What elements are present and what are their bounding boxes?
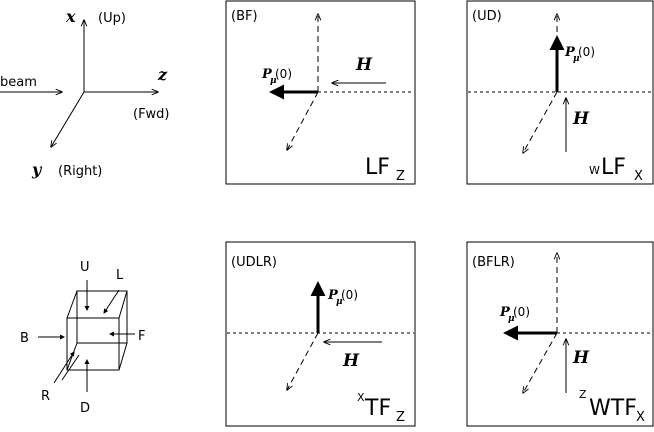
svg-text:LF: LF: [365, 155, 390, 180]
svg-text:(0): (0): [275, 67, 292, 81]
field-label: H: [572, 109, 590, 129]
panel-bflr: (BFLR) H P μ (0) Z WTF X: [466, 241, 654, 427]
polarization-label: P μ (0): [564, 45, 595, 64]
svg-text:X: X: [634, 169, 643, 184]
z-axis-direction: (Fwd): [133, 107, 170, 122]
configuration-label: X TF Z: [357, 391, 405, 425]
field-label: H: [355, 55, 373, 75]
cube-edge: [118, 342, 128, 371]
panel-tag: (UDLR): [231, 255, 277, 270]
svg-text:μ: μ: [573, 54, 580, 64]
configuration-label: W LF X: [589, 155, 643, 184]
panel-tag: (BF): [231, 9, 258, 24]
svg-text:P: P: [261, 67, 273, 82]
svg-text:Z: Z: [396, 410, 405, 425]
polarization-label: P μ (0): [499, 305, 530, 324]
svg-text:P: P: [327, 288, 339, 303]
x-axis-direction: (Up): [98, 11, 126, 26]
svg-text:LF: LF: [601, 155, 626, 180]
counter-r-label: R: [41, 389, 50, 404]
panel-ud: (UD) H P μ (0) W LF X: [466, 0, 654, 185]
svg-text:μ: μ: [508, 314, 515, 324]
cube-back-face: [66, 317, 120, 371]
svg-text:μ: μ: [336, 297, 343, 307]
cube-edge: [66, 290, 78, 319]
counter-r-arrow: [53, 351, 75, 384]
svg-text:Z: Z: [579, 388, 587, 401]
svg-text:P: P: [499, 305, 511, 320]
axes-legend: x (Up) z (Fwd) y (Right) beam: [0, 7, 170, 179]
counter-d-label: D: [80, 401, 90, 416]
svg-text:WTF: WTF: [589, 396, 637, 421]
svg-text:TF: TF: [364, 396, 391, 421]
y-axis-arrow: [51, 91, 85, 147]
y-axis-direction: (Right): [58, 164, 102, 179]
cube-edge: [118, 290, 128, 319]
counter-r-arrow-stem: [61, 354, 80, 381]
svg-text:W: W: [589, 164, 600, 177]
cube-front-face: [76, 290, 128, 344]
svg-text:(0): (0): [578, 45, 595, 59]
panel-udlr: (UDLR) H P μ (0) X TF Z: [225, 241, 416, 427]
panel-bf: (BF) H P μ (0) LF Z: [225, 0, 416, 185]
panel-frame: [466, 0, 654, 185]
panel-frame: [225, 241, 416, 427]
polarization-label: P μ (0): [327, 288, 358, 307]
polarization-label: P μ (0): [261, 67, 292, 86]
counter-u-label: U: [80, 260, 90, 275]
panel-tag: (UD): [472, 9, 502, 24]
configuration-label: LF Z: [365, 155, 405, 184]
panel-frame: [466, 241, 654, 427]
configuration-label: Z WTF X: [579, 388, 645, 425]
beam-label: beam: [0, 75, 37, 90]
z-axis-label: z: [157, 65, 168, 84]
svg-text:(0): (0): [341, 288, 358, 302]
field-label: H: [572, 348, 590, 368]
cube-legend: U L B F R D: [20, 260, 145, 416]
counter-l-label: L: [116, 268, 124, 283]
counter-f-label: F: [138, 329, 145, 344]
svg-text:μ: μ: [270, 76, 277, 86]
svg-text:P: P: [564, 45, 576, 60]
y-axis-label: y: [31, 160, 43, 179]
counter-b-label: B: [20, 331, 29, 346]
right-axis-dashed: [523, 332, 558, 393]
right-axis-dashed: [287, 332, 319, 390]
svg-text:(0): (0): [513, 305, 530, 319]
x-axis-label: x: [65, 7, 76, 26]
counter-l-arrow: [103, 289, 120, 314]
right-axis-dashed: [287, 91, 319, 150]
panel-tag: (BFLR): [472, 255, 515, 270]
svg-text:X: X: [636, 410, 645, 425]
right-axis-dashed: [523, 91, 558, 153]
svg-text:X: X: [357, 391, 365, 404]
svg-text:Z: Z: [396, 169, 405, 184]
panel-frame: [225, 0, 416, 185]
field-label: H: [342, 351, 360, 371]
